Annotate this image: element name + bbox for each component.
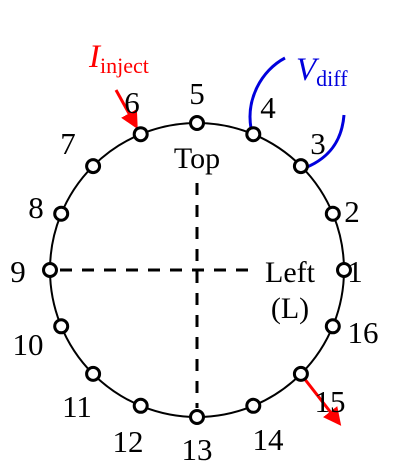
- electrode-label-4: 4: [260, 90, 276, 125]
- left-abbrev-label: (L): [271, 292, 309, 325]
- electrode-label-8: 8: [28, 190, 44, 225]
- electrode-label-10: 10: [13, 327, 44, 362]
- electrode-label-11: 11: [62, 389, 92, 424]
- electrode-2: [324, 205, 341, 222]
- electrodes-group: [42, 115, 352, 425]
- electrode-label-16: 16: [348, 315, 379, 350]
- electrode-10: [53, 318, 70, 335]
- left-label: Left: [265, 256, 316, 289]
- electrode-7: [85, 158, 102, 175]
- electrode-4: [245, 126, 262, 143]
- inject-label: Iinject: [88, 39, 149, 78]
- inject-arrow-in: [114, 89, 138, 130]
- electrode-16: [324, 318, 341, 335]
- electrode-label-2: 2: [344, 194, 360, 229]
- electrode-label-1: 1: [347, 254, 363, 289]
- electrode-5: [189, 115, 205, 131]
- electrode-15: [292, 365, 309, 382]
- electrode-8: [53, 205, 70, 222]
- electrode-1: [336, 262, 352, 278]
- electrode-9: [42, 262, 58, 278]
- electrode-11: [85, 365, 102, 382]
- electrode-label-7: 7: [60, 126, 76, 161]
- electrode-6: [132, 126, 149, 143]
- vdiff-label: Vdiff: [296, 52, 348, 91]
- electrode-3: [292, 158, 309, 175]
- electrode-14: [245, 397, 262, 414]
- electrode-label-13: 13: [182, 432, 213, 464]
- inject-arrow-out: [298, 372, 342, 426]
- electrode-label-15: 15: [315, 384, 346, 419]
- electrode-label-5: 5: [189, 76, 205, 111]
- electrode-13: [189, 409, 205, 425]
- electrode-label-14: 14: [253, 422, 285, 457]
- electrode-label-9: 9: [10, 254, 26, 289]
- electrode-12: [132, 397, 149, 414]
- electrode-label-6: 6: [124, 85, 140, 120]
- electrode-label-3: 3: [310, 126, 326, 161]
- electrode-label-12: 12: [113, 424, 144, 459]
- top-label: Top: [174, 142, 220, 175]
- vdiff-lead-4: [248, 56, 286, 134]
